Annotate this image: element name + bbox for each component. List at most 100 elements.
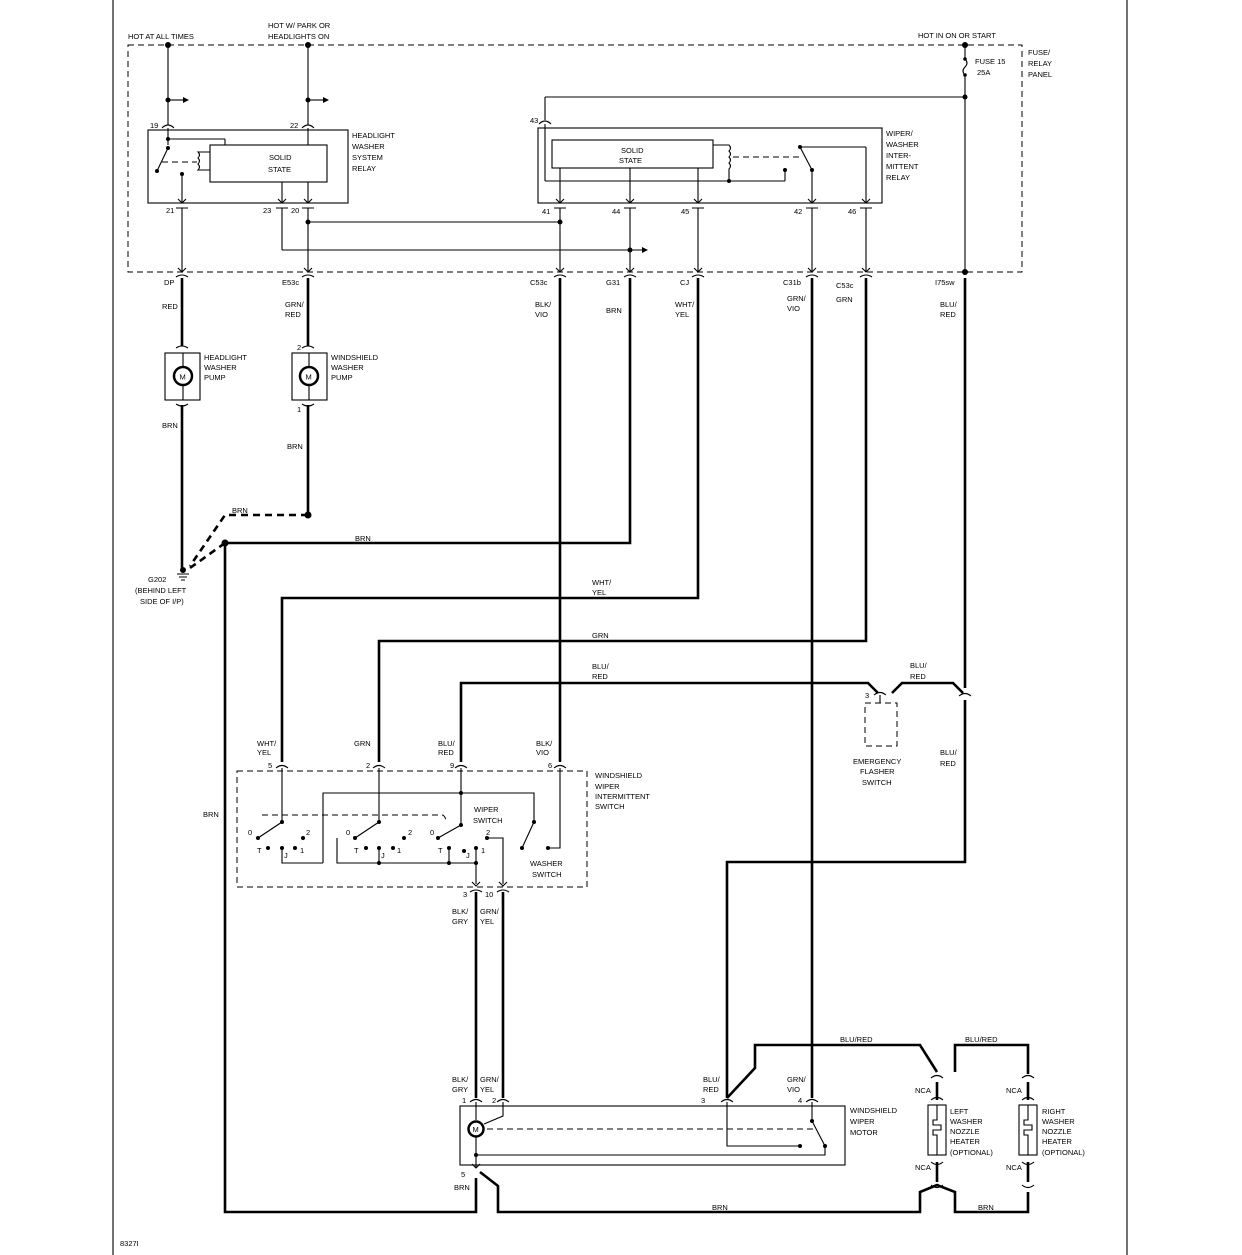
wire-label: BRN xyxy=(454,1183,470,1192)
pin-1: 1 xyxy=(462,1096,466,1105)
wire-label: RED xyxy=(162,302,178,311)
wire-label: RED xyxy=(285,310,301,319)
heater-name: HEATER xyxy=(1042,1137,1072,1146)
switch-name-3: INTERMITTENT xyxy=(595,792,650,801)
wire-label: GRY xyxy=(452,917,468,926)
connector-nca: NCA xyxy=(1006,1163,1022,1172)
wire-label: BLK/ xyxy=(535,300,552,309)
pin-46: 46 xyxy=(848,207,856,216)
windshield-wiper-motor: WINDSHIELD WIPER MOTOR 1 2 3 4 5 M xyxy=(459,1096,898,1179)
washer-switch-label: WASHER xyxy=(530,859,563,868)
wire-label: VIO xyxy=(535,310,548,319)
heater-name: NOZZLE xyxy=(1042,1127,1072,1136)
circuit-c53c: C53c xyxy=(530,278,548,287)
pump-name-2: WASHER xyxy=(331,363,364,372)
motor-symbol: M xyxy=(180,373,186,382)
wire-label: YEL xyxy=(675,310,689,319)
pos-label: 1 xyxy=(300,846,304,855)
heater-name: WASHER xyxy=(950,1117,983,1126)
pump-name-2: WASHER xyxy=(204,363,237,372)
pin-43: 43 xyxy=(530,116,538,125)
wire-label: BRN xyxy=(232,506,248,515)
pin-23: 23 xyxy=(263,206,271,215)
wiper-switch-label: WIPER xyxy=(474,805,499,814)
wire-label: WHT/ xyxy=(675,300,695,309)
pin-3: 3 xyxy=(463,890,467,899)
pump-name: WINDSHIELD xyxy=(331,353,379,362)
motor-name: WINDSHIELD xyxy=(850,1106,898,1115)
wire-label: GRN/ xyxy=(480,907,500,916)
solid-state-module xyxy=(551,139,714,169)
pump-name-3: PUMP xyxy=(204,373,226,382)
wire-label: RED xyxy=(703,1085,719,1094)
pos-label: J xyxy=(284,851,288,860)
relay-name-4: RELAY xyxy=(352,164,376,173)
flasher-name-2: FLASHER xyxy=(860,767,895,776)
pos-label: 1 xyxy=(481,846,485,855)
wire-label: BLU/ xyxy=(592,662,610,671)
panel-name-2: RELAY xyxy=(1028,59,1052,68)
pos-label: 0 xyxy=(346,828,350,837)
wire-label: GRN xyxy=(836,295,853,304)
pin-4: 4 xyxy=(798,1096,802,1105)
solid-state-label-2: STATE xyxy=(268,165,291,174)
wire-label: RED xyxy=(438,748,454,757)
heater-element-icon xyxy=(932,1105,942,1155)
switch-name-4: SWITCH xyxy=(595,802,625,811)
solid-state-label: SOLID xyxy=(269,153,292,162)
wire-label: GRN xyxy=(354,739,371,748)
harness-wires xyxy=(180,278,1030,1214)
hw-relay-outputs xyxy=(181,208,648,272)
circuit-e53c: E53c xyxy=(282,278,299,287)
motor-icon xyxy=(172,365,194,387)
coil-icon xyxy=(713,144,732,180)
wire-label: BLU/ xyxy=(910,661,928,670)
circuit-i75sw: I75sw xyxy=(935,278,955,287)
wire-label: BRN xyxy=(978,1203,994,1212)
ground-location: (BEHIND LEFT xyxy=(135,586,187,595)
heater-name: (OPTIONAL) xyxy=(1042,1148,1085,1157)
wire-label: GRY xyxy=(452,1085,468,1094)
wire-label: GRN/ xyxy=(787,294,807,303)
circuit-c53c-2: C53c xyxy=(836,281,854,290)
heater-name: LEFT xyxy=(950,1107,969,1116)
label-hot-run: HOT IN ON OR START xyxy=(918,31,996,40)
pos-label: 2 xyxy=(486,828,490,837)
pin-22: 22 xyxy=(290,121,298,130)
pin-5: 5 xyxy=(268,761,272,770)
relay-name-4: MITTENT xyxy=(886,162,919,171)
pos-label: 1 xyxy=(397,846,401,855)
ground-location-2: SIDE OF I/P) xyxy=(140,597,184,606)
wire-label: GRN/ xyxy=(285,300,305,309)
heater-name: HEATER xyxy=(950,1137,980,1146)
wire-label: VIO xyxy=(536,748,549,757)
pin-10: 10 xyxy=(485,890,493,899)
relay-name: HEADLIGHT xyxy=(352,131,395,140)
wire-label: GRN/ xyxy=(480,1075,500,1084)
wire-label: RED xyxy=(940,759,956,768)
wire-label: BRN xyxy=(606,306,622,315)
heater-element-icon xyxy=(1023,1105,1033,1155)
circuit-c31b: C31b xyxy=(783,278,801,287)
pin-2: 2 xyxy=(492,1096,496,1105)
motor-icon xyxy=(467,1120,485,1138)
pin-20: 20 xyxy=(291,206,299,215)
windshield-washer-pump: M 2 1 WINDSHIELD WASHER PUMP xyxy=(291,343,379,414)
pin-5: 5 xyxy=(461,1170,465,1179)
fuse-icon xyxy=(962,58,968,76)
wire-label: BLK/ xyxy=(452,1075,469,1084)
relay-name-3: SYSTEM xyxy=(352,153,383,162)
wire-label: VIO xyxy=(787,304,800,313)
wire-label: BRN xyxy=(712,1203,728,1212)
wire-label: BLK/ xyxy=(536,739,553,748)
pin-3: 3 xyxy=(701,1096,705,1105)
washer-switch-label-2: SWITCH xyxy=(532,870,562,879)
motor-icon xyxy=(298,365,320,387)
wire-label: YEL xyxy=(480,1085,494,1094)
left-nozzle-heater: NCA NCA LEFT WASHER NOZZLE HEATER (OPTIO… xyxy=(915,1074,993,1189)
pos-label: T xyxy=(257,846,262,855)
wire-label: WHT/ xyxy=(592,578,612,587)
pin-1: 1 xyxy=(297,405,301,414)
wire-label: YEL xyxy=(592,588,606,597)
pos-label: J xyxy=(381,851,385,860)
